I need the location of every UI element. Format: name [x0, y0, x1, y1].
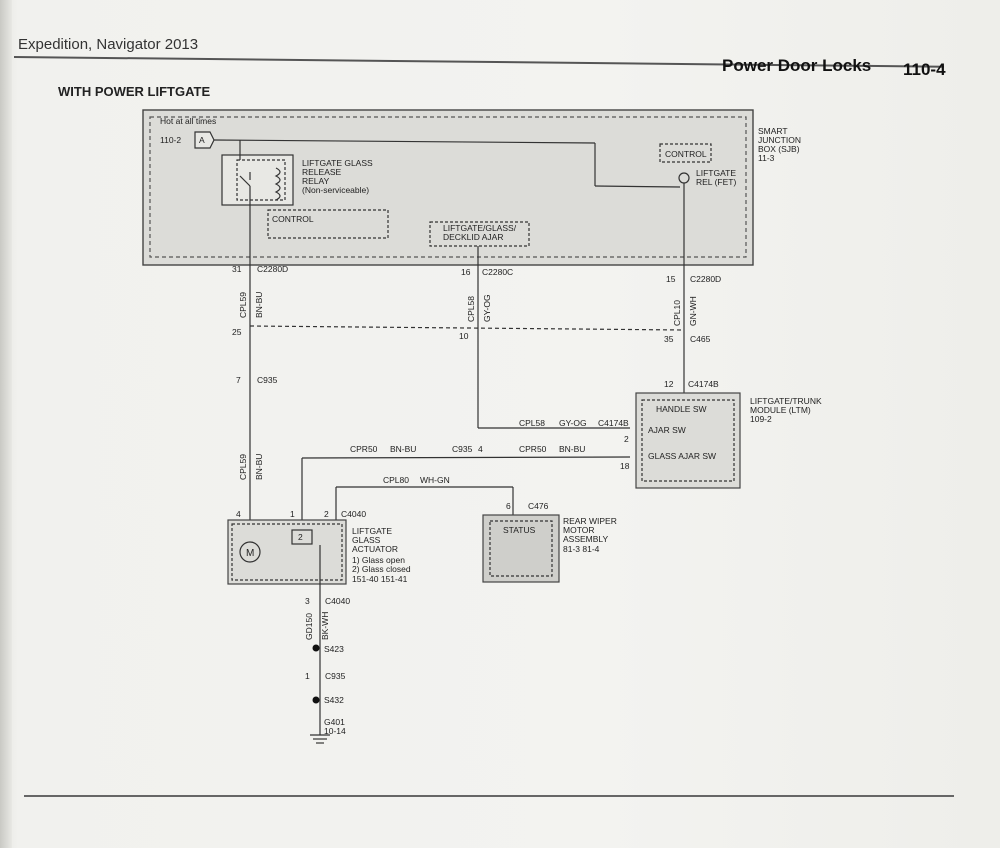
- actuator-conn: C4040: [341, 509, 366, 519]
- ltm-ajar-sw: AJAR SW: [648, 425, 686, 435]
- left-circuit: CPL59: [238, 292, 248, 318]
- actuator-motor: M: [246, 548, 254, 559]
- actuator-name-1: LIFTGATE: [352, 526, 392, 536]
- sjb-name-3: BOX (SJB): [758, 144, 800, 154]
- mid-h-color: GY-OG: [559, 418, 587, 428]
- ground-color: BK-WH: [320, 612, 330, 640]
- left-pin-c935: 7: [236, 375, 241, 385]
- splice-s423: S423: [324, 644, 344, 654]
- book-spine: [0, 0, 12, 848]
- right-pin-c465: 35: [664, 334, 674, 344]
- left-pin-act: 4: [236, 509, 241, 519]
- ltm-name-1: LIFTGATE/TRUNK: [750, 396, 822, 406]
- hot-label: Hot at all times: [160, 116, 216, 126]
- sjb-ref: 110-2: [160, 135, 181, 145]
- cpr50-conn-pin: 4: [478, 444, 483, 454]
- ground-pin-b: 1: [305, 671, 310, 681]
- ltm-name-3: 109-2: [750, 414, 772, 424]
- relay-label-1: LIFTGATE GLASS: [302, 158, 373, 168]
- cpr50-left-circuit: CPR50: [350, 444, 378, 454]
- ltm-name-2: MODULE (LTM): [750, 405, 811, 415]
- sjb-ref-letter: A: [199, 135, 205, 145]
- actuator-opt-1: 1) Glass open: [352, 555, 405, 565]
- mid-circuit: CPL58: [466, 296, 476, 322]
- cpr50-right-circuit: CPR50: [519, 444, 547, 454]
- sjb-name-2: JUNCTION: [758, 135, 801, 145]
- mid-conn-top: C2280C: [482, 267, 513, 277]
- ltm-pin-ajar: 2: [624, 434, 629, 444]
- actuator-pin-2: 2: [324, 509, 329, 519]
- actuator-name-3: ACTUATOR: [352, 544, 398, 554]
- mid-ltm-conn: C4174B: [598, 418, 629, 428]
- left-conn-c935: C935: [257, 375, 278, 385]
- wiper-pin: 6: [506, 501, 511, 511]
- wiper-status: STATUS: [503, 525, 536, 535]
- mid-pin-top: 16: [461, 267, 471, 277]
- vehicle-header: Expedition, Navigator 2013: [18, 36, 199, 53]
- diagram-subtitle: WITH POWER LIFTGATE: [58, 84, 211, 99]
- ajar-label-1: LIFTGATE/GLASS/: [443, 223, 517, 233]
- wiper-refs: 81-3 81-4: [563, 544, 600, 554]
- right-conn-c465: C465: [690, 334, 711, 344]
- wiper-name-2: MOTOR: [563, 525, 594, 535]
- right-circuit: CPL10: [672, 300, 682, 326]
- footer-rule: [24, 795, 954, 797]
- control-left: CONTROL: [272, 214, 314, 224]
- sjb-name-1: SMART: [758, 126, 788, 136]
- left-conn-top: C2280D: [257, 264, 288, 274]
- ground-g401: G401: [324, 717, 345, 727]
- actuator-name-2: GLASS: [352, 535, 381, 545]
- cpl80-color: WH-GN: [420, 475, 450, 485]
- control-right: CONTROL: [665, 149, 707, 159]
- wiper-name-3: ASSEMBLY: [563, 534, 609, 544]
- wiper-conn: C476: [528, 501, 549, 511]
- wiper-name-1: REAR WIPER: [563, 516, 617, 526]
- fet-label-1: LIFTGATE: [696, 168, 736, 178]
- right-color: GN-WH: [688, 296, 698, 326]
- wiper-box: [482, 514, 560, 583]
- ground-circuit: GD150: [304, 613, 314, 640]
- relay-label-4: (Non-serviceable): [302, 185, 369, 195]
- sjb-name-4: 11-3: [758, 153, 775, 163]
- actuator-opt-2: 2) Glass closed: [352, 564, 411, 574]
- actuator-pin-1: 1: [290, 509, 295, 519]
- right-pin-top: 15: [666, 274, 676, 284]
- ground-pin-a: 3: [305, 596, 310, 606]
- page-number: 110-4: [903, 60, 946, 79]
- ltm-glass-ajar-sw: GLASS AJAR SW: [648, 451, 716, 461]
- relay-label-2: RELEASE: [302, 167, 342, 177]
- ltm-pin-glass: 18: [620, 461, 630, 471]
- left-pin-mid: 25: [232, 327, 242, 337]
- cpl80-circuit: CPL80: [383, 475, 409, 485]
- ltm-box: [635, 392, 741, 489]
- ltm-handle-sw: HANDLE SW: [656, 404, 707, 414]
- mid-color: GY-OG: [482, 294, 492, 322]
- left-pin-top: 31: [232, 264, 242, 274]
- cpr50-conn: C935: [452, 444, 473, 454]
- relay-label-3: RELAY: [302, 176, 330, 186]
- right-pin-ltm: 12: [664, 379, 674, 389]
- fet-label-2: REL (FET): [696, 177, 736, 187]
- right-conn-top: C2280D: [690, 274, 721, 284]
- actuator-refs: 151-40 151-41: [352, 574, 408, 584]
- left-color: BN-BU: [254, 292, 264, 318]
- cpr50-right-color: BN-BU: [559, 444, 585, 454]
- relay-box: [221, 154, 294, 206]
- mid-pin-mid: 10: [459, 331, 469, 341]
- mid-h-circuit: CPL58: [519, 418, 545, 428]
- left-circuit-2: CPL59: [238, 454, 248, 480]
- actuator-switch-pos: 2: [298, 532, 303, 542]
- ground-conn-a: C4040: [325, 596, 350, 606]
- ground-conn-b: C935: [325, 671, 346, 681]
- actuator-box: [227, 519, 347, 585]
- left-color-2: BN-BU: [254, 454, 264, 480]
- right-conn-ltm: C4174B: [688, 379, 719, 389]
- section-title: Power Door Locks: [722, 56, 872, 75]
- splice-s432: S432: [324, 695, 344, 705]
- cpr50-left-color: BN-BU: [390, 444, 416, 454]
- ajar-label-2: DECKLID AJAR: [443, 232, 503, 242]
- ground-ref: 10-14: [324, 726, 346, 736]
